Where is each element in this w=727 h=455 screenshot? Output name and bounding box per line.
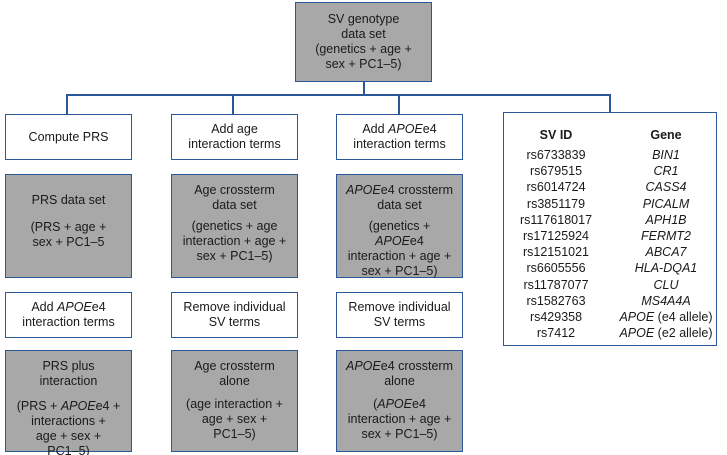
remove-sv-terms-apoe-box: Remove individual SV terms [336,292,463,338]
gene-cell: PICALM [616,197,716,211]
gene-cell: CR1 [616,164,716,178]
gene-cell: CASS4 [616,180,716,194]
table-row: rs11787077 CLU [504,278,716,294]
prs-dataset-title: PRS data set [31,193,106,207]
gene-name: FERMT2 [641,229,691,243]
apoe4-crossterm-dataset-box: APOEe4 crossterm data set (genetics + AP… [336,174,463,278]
remove-sv-terms-age-label: Remove individual SV terms [183,300,286,329]
gene-name: PICALM [642,196,690,211]
compute-prs-box: Compute PRS [5,114,132,160]
remove-sv-terms-age-box: Remove individual SV terms [171,292,298,338]
age-crossterm-dataset-sub: (genetics + age interaction + age + sex … [182,219,287,263]
gene-name: MS4A4A [641,293,691,308]
sv-id-cell: rs6733839 [526,148,586,162]
age-crossterm-dataset-title: Age crossterm data set [194,183,275,212]
apoe4-crossterm-alone-box: APOEe4 crossterm alone (APOEe4 interacti… [336,350,463,452]
age-crossterm-alone-box: Age crossterm alone (age interaction + a… [171,350,298,452]
table-row: rs17125924 FERMT2 [504,229,716,245]
prs-dataset-sub: (PRS + age + sex + PC1–5 [30,220,107,249]
add-apoe4-prs-label: Add APOEe4 interaction terms [22,300,115,329]
gene-name: HLA-DQA1 [634,261,698,276]
gene-name: APOE [619,326,655,341]
age-crossterm-alone-title: Age crossterm alone [194,359,275,388]
gene-cell: ABCA7 [616,245,716,259]
add-age-interaction-box: Add age interaction terms [171,114,298,160]
gene-cell: APOE (e2 allele) [616,326,716,340]
remove-sv-terms-apoe-label: Remove individual SV terms [348,300,451,329]
add-apoe4-prs-box: Add APOEe4 interaction terms [5,292,132,338]
connector-col3 [398,94,400,114]
sv-genotype-dataset-text: SV genotype data set (genetics + age + s… [315,12,412,71]
connector-horizontal [66,94,610,96]
gene-cell: HLA-DQA1 [616,261,716,275]
prs-plus-interaction-sub: (PRS + APOEe4 + interactions + age + sex… [16,399,121,455]
add-apoe4-interaction-box: Add APOEe4 interaction terms [336,114,463,160]
prs-plus-interaction-title: PRS plus interaction [39,359,98,388]
sv-id-cell: rs679515 [529,164,583,179]
gene-name: APH1B [645,212,687,227]
table-row: rs679515 CR1 [504,164,716,180]
sv-genotype-dataset-box: SV genotype data set (genetics + age + s… [295,2,432,82]
sv-id-cell: rs3851179 [526,196,586,211]
table-row: rs6605556 HLA-DQA1 [504,261,716,277]
sv-id-cell: rs7412 [536,326,576,341]
gene-note: (e4 allele) [654,310,713,324]
compute-prs-label: Compute PRS [28,129,109,144]
gene-cell: MS4A4A [616,294,716,308]
gene-name: BIN1 [652,148,680,162]
table-row: rs7412 APOE (e2 allele) [504,326,716,342]
table-row: rs117618017 APH1B [504,213,716,229]
connector-col2 [232,94,234,114]
connector-top-down [363,82,365,95]
gene-name: CR1 [653,164,679,179]
sv-id-cell: rs429358 [529,310,583,324]
sv-id-cell: rs11787077 [523,277,589,292]
gene-name: APOE [619,310,655,324]
sv-id-cell: rs6014724 [526,180,586,195]
age-crossterm-dataset-box: Age crossterm data set (genetics + age i… [171,174,298,278]
prs-dataset-box: PRS data set (PRS + age + sex + PC1–5 [5,174,132,278]
table-row: rs12151021 ABCA7 [504,245,716,261]
connector-col1 [66,94,68,114]
table-row: rs3851179 PICALM [504,197,716,213]
gene-cell: APOE (e4 allele) [616,310,716,324]
gene-name: CASS4 [645,180,687,195]
apoe4-crossterm-alone-title: APOEe4 crossterm alone [346,359,453,388]
gene-name: CLU [653,277,679,292]
age-crossterm-alone-sub: (age interaction + age + sex + PC1–5) [186,397,283,441]
sv-id-cell: rs6605556 [526,261,586,276]
add-apoe4-interaction-label: Add APOEe4 interaction terms [353,122,446,151]
table-header-sv-id: SV ID [539,128,573,142]
apoe4-crossterm-alone-sub: (APOEe4 interaction + age + sex + PC1–5) [347,397,452,441]
sv-id-cell: rs117618017 [519,212,593,227]
table-header-gene: Gene [650,128,682,142]
table-row: rs6014724 CASS4 [504,180,716,196]
table-row: rs1582763 MS4A4A [504,294,716,310]
gene-cell: CLU [616,278,716,292]
gene-note: (e2 allele) [654,326,713,341]
gene-name: ABCA7 [645,245,687,260]
sv-id-cell: rs17125924 [522,229,590,243]
connector-table [609,94,611,113]
table-row: rs429358 APOE (e4 allele) [504,310,716,326]
sv-id-cell: rs1582763 [526,293,586,308]
gene-cell: APH1B [616,213,716,227]
prs-plus-interaction-box: PRS plus interaction (PRS + APOEe4 + int… [5,350,132,455]
add-age-interaction-label: Add age interaction terms [188,122,281,151]
gene-cell: FERMT2 [616,229,716,243]
apoe4-crossterm-dataset-sub: (genetics + APOEe4 interaction + age + s… [347,219,452,278]
gene-cell: BIN1 [616,148,716,162]
sv-id-cell: rs12151021 [522,245,590,260]
apoe4-crossterm-dataset-title: APOEe4 crossterm data set [346,183,453,212]
table-row: rs6733839 BIN1 [504,148,716,164]
